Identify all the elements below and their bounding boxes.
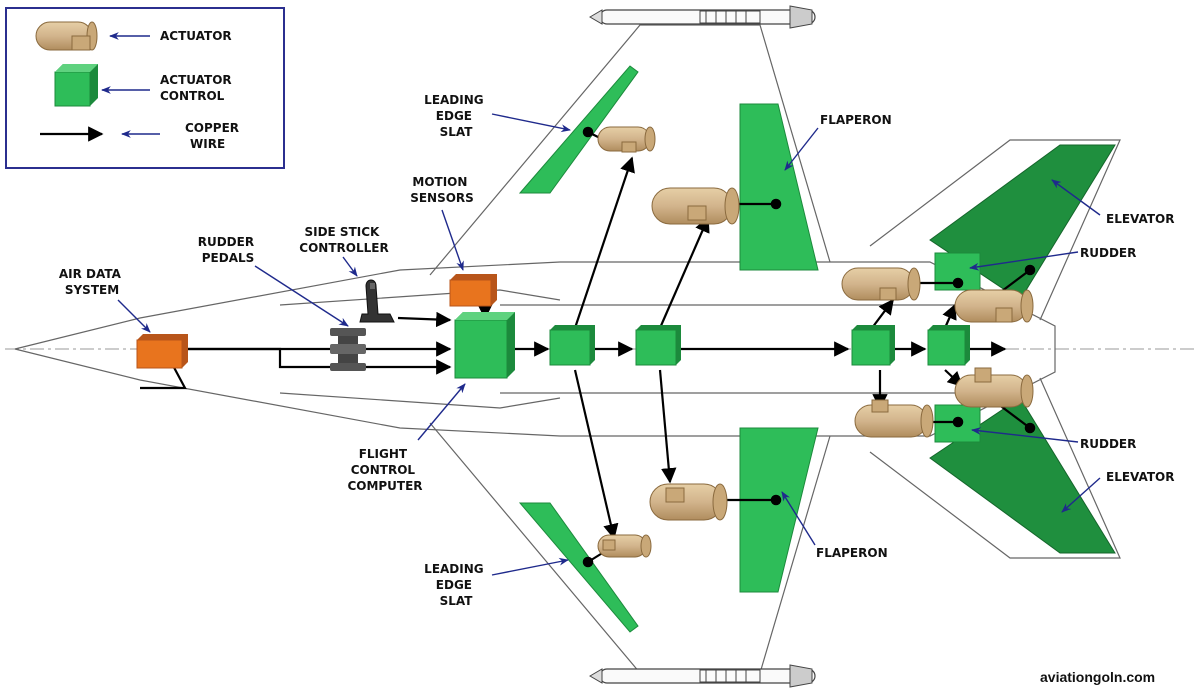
motion-sensors-box [449,274,497,307]
wingtip-missile-bottom [589,664,816,688]
actuator-control-2 [635,325,681,366]
flight-control-computer [454,312,515,379]
rudder-bottom [934,404,981,443]
flaperon-bottom-label: FLAPERON [816,546,888,560]
wingtip-missile-top [589,5,816,29]
actuator-flaperon-bottom [649,483,728,521]
actuator-slat-top [597,126,656,153]
rudder-pedals-icon [330,328,366,371]
rudder-top-label: RUDDER [1080,246,1136,260]
legend-actuator-control-label: ACTUATOR CONTROL [160,73,236,103]
leading-edge-slat-bottom-label: LEADING EDGE SLAT [424,562,488,608]
flaperon-bottom [739,427,819,593]
source-credit: aviationgoln.com [1040,669,1155,685]
flaperon-top [739,103,819,271]
actuator-rudder-bottom [854,399,934,438]
air-data-system-box [136,334,188,369]
leading-edge-slat-bottom [518,502,639,633]
side-stick-controller-label: SIDE STICK CONTROLLER [299,225,388,255]
rudder-pedals-label: RUDDER PEDALS [198,235,259,265]
actuator-control-3 [851,325,895,366]
flaperon-top-label: FLAPERON [820,113,892,127]
legend-actuator-icon [35,21,98,51]
legend-copper-wire-label: COPPER WIRE [185,121,243,151]
legend-actuator-label: ACTUATOR [160,29,232,43]
rudder-top [934,252,981,291]
actuator-slat-bottom [597,534,652,558]
rudder-bottom-label: RUDDER [1080,437,1136,451]
leading-edge-slat-top-label: LEADING EDGE SLAT [424,93,488,139]
motion-sensors-label: MOTION SENSORS [410,175,474,205]
elevator-top-label: ELEVATOR [1106,212,1175,226]
elevator-bottom-label: ELEVATOR [1106,470,1175,484]
air-data-system-label: AIR DATA SYSTEM [59,267,125,297]
actuator-control-4 [927,325,970,366]
side-stick-controller-icon [359,279,395,323]
callout-pointers [117,113,1101,576]
actuator-flaperon-top [651,187,740,225]
flight-control-computer-label: FLIGHT CONTROL COMPUTER [347,447,422,493]
actuator-elevator-bottom [954,367,1034,408]
actuator-control-1 [549,325,595,366]
legend-actuator-control-icon [54,64,98,107]
legend: ACTUATOR ACTUATOR CONTROL COPPER WIRE [5,7,285,169]
leading-edge-slat-top [518,65,639,194]
actuator-rudder-top [841,267,921,301]
actuator-elevator-top [954,289,1034,323]
